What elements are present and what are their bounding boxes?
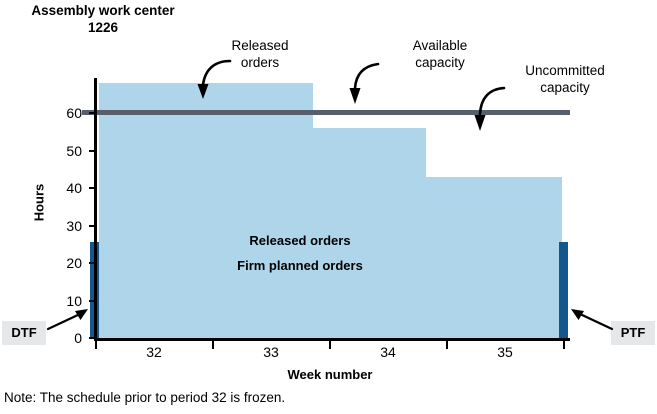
ptf-arrow xyxy=(571,309,614,331)
x-tick-4 xyxy=(563,340,565,349)
load-area-label-line-1: Released orders xyxy=(249,233,351,248)
y-axis-label-60: 60 xyxy=(66,105,82,121)
ptf-fence-bar xyxy=(559,242,568,338)
annotation-released-orders-arrow xyxy=(197,59,232,99)
x-tick-3 xyxy=(446,340,448,349)
y-tick-40 xyxy=(89,187,96,189)
x-tick-2 xyxy=(329,340,331,349)
annotation-available-capacity-line-1: Available xyxy=(412,38,468,53)
x-tick-0 xyxy=(95,340,97,349)
load-block-level-1 xyxy=(99,83,313,338)
y-tick-20 xyxy=(89,262,96,264)
x-tick-1 xyxy=(212,340,214,349)
x-axis-label-32: 32 xyxy=(146,344,162,360)
annotation-uncommitted-capacity-line-1: Uncommitted xyxy=(525,63,605,78)
annotation-available-capacity-line-2: capacity xyxy=(415,55,465,70)
load-area-label-line-2: Firm planned orders xyxy=(237,258,363,273)
dtf-label: DTF xyxy=(11,325,37,340)
y-axis-label-20: 20 xyxy=(66,255,82,271)
y-axis-title: Hours xyxy=(31,183,47,222)
load-area-label: Released orders Firm planned orders xyxy=(180,228,420,278)
title-line-2: 1226 xyxy=(87,20,119,35)
y-tick-50 xyxy=(89,150,96,152)
y-axis-label-10: 10 xyxy=(66,293,82,309)
x-axis-label-34: 34 xyxy=(380,344,396,360)
ptf-tag: PTF xyxy=(611,321,655,345)
annotation-uncommitted-capacity: Uncommitted capacity xyxy=(495,62,635,96)
footnote: Note: The schedule prior to period 32 is… xyxy=(4,390,286,405)
y-tick-10 xyxy=(89,300,96,302)
load-block-level-3 xyxy=(426,177,562,338)
page-title: Assembly work center 1226 xyxy=(8,2,198,36)
x-axis-line xyxy=(94,338,570,341)
y-axis-label-40: 40 xyxy=(66,180,82,196)
y-axis-label-50: 50 xyxy=(66,143,82,159)
annotation-released-orders: Released orders xyxy=(200,37,320,71)
dtf-tag: DTF xyxy=(2,321,46,345)
x-axis-title: Week number xyxy=(287,367,373,382)
available-capacity-line xyxy=(82,110,570,115)
load-block-level-2 xyxy=(313,128,426,338)
dtf-arrow xyxy=(46,309,88,331)
y-axis-line xyxy=(94,78,97,340)
annotation-uncommitted-capacity-line-2: capacity xyxy=(540,80,590,95)
ptf-label: PTF xyxy=(620,325,646,340)
annotation-uncommitted-capacity-arrow xyxy=(474,86,506,131)
annotation-available-capacity-arrow xyxy=(349,62,380,104)
x-axis-label-35: 35 xyxy=(497,344,513,360)
y-axis-label-0: 0 xyxy=(74,330,82,346)
x-axis-label-33: 33 xyxy=(263,344,279,360)
annotation-released-orders-line-2: orders xyxy=(240,55,280,70)
annotation-available-capacity: Available capacity xyxy=(380,37,500,71)
y-axis-label-30: 30 xyxy=(66,218,82,234)
y-tick-0 xyxy=(89,337,96,339)
y-tick-60 xyxy=(89,112,96,114)
annotation-released-orders-line-1: Released xyxy=(231,38,289,53)
title-line-1: Assembly work center xyxy=(31,3,175,18)
y-tick-30 xyxy=(89,225,96,227)
